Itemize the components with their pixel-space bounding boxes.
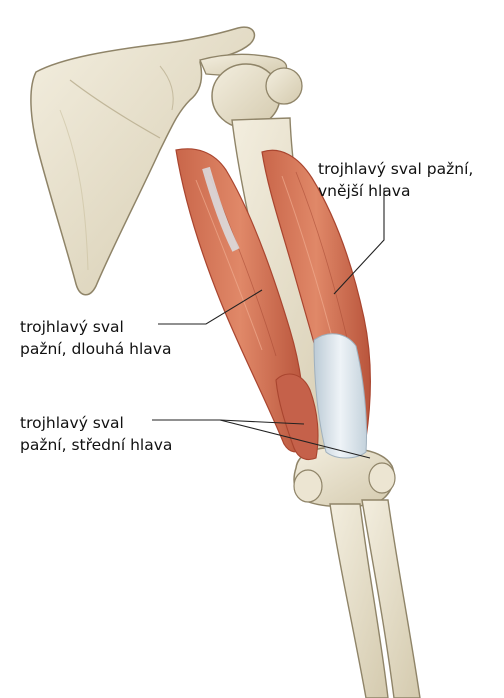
label-line: pažní, střední hlava xyxy=(20,434,172,456)
label-line: pažní, dlouhá hlava xyxy=(20,338,171,360)
label-triceps-medial-head: trojhlavý sval pažní, střední hlava xyxy=(20,412,172,456)
forearm-bones xyxy=(330,500,420,698)
label-line: vnější hlava xyxy=(318,180,473,202)
label-triceps-long-head: trojhlavý sval pažní, dlouhá hlava xyxy=(20,316,171,360)
label-line: trojhlavý sval pažní, xyxy=(318,158,473,180)
label-line: trojhlavý sval xyxy=(20,412,172,434)
label-triceps-lateral-head: trojhlavý sval pažní, vnější hlava xyxy=(318,158,473,202)
label-line: trojhlavý sval xyxy=(20,316,171,338)
